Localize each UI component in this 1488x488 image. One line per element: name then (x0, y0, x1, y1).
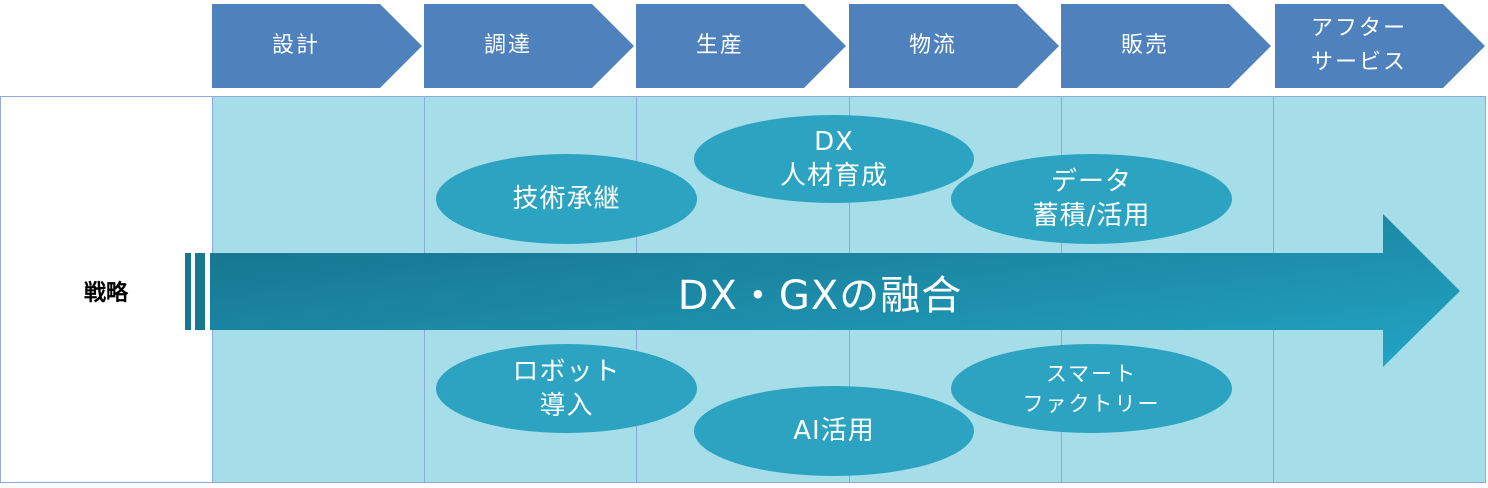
row-label-cell (0, 96, 214, 483)
stage-chevron-logistics: 物流 (849, 4, 1061, 88)
chevron-shape (849, 4, 1059, 88)
initiative-smart-factory: スマート ファクトリー (951, 344, 1232, 433)
chevron-shape (212, 4, 422, 88)
initiative-data-usage: データ 蓄積/活用 (951, 154, 1232, 244)
stage-chevron-production: 生産 (636, 4, 848, 88)
initiative-label: データ 蓄積/活用 (1032, 167, 1151, 231)
arrow-label: DX・GXの融合 (677, 272, 963, 319)
initiative-label: DX 人材育成 (779, 127, 888, 191)
initiative-robot-adoption: ロボット 導入 (436, 344, 697, 433)
stage-label: アフター サービス (1310, 16, 1407, 75)
stage-label: 生産 (695, 33, 744, 58)
initiative-ai-usage: AI活用 (694, 386, 974, 476)
stage-chevron-procurement: 調達 (424, 4, 636, 88)
arrow-tail-stripe (185, 253, 191, 330)
initiative-dx-talent: DX 人材育成 (694, 115, 974, 203)
stage-label: 設計 (271, 33, 320, 58)
stage-label: 調達 (483, 33, 532, 58)
arrow-body (210, 214, 1460, 367)
initiative-label: 技術承継 (512, 184, 621, 214)
row-label: 戦略 (83, 280, 128, 306)
initiative-skill-transfer: 技術承継 (436, 154, 697, 244)
stage-label: 販売 (1120, 33, 1169, 58)
initiative-label: AI活用 (793, 416, 875, 446)
arrow-tail-stripe (195, 253, 205, 330)
stage-label: 物流 (908, 33, 957, 58)
initiative-label: スマート ファクトリー (1022, 361, 1161, 416)
chevron-shape (424, 4, 634, 88)
stage-chevron-sales: 販売 (1061, 4, 1273, 88)
chevron-shape (636, 4, 846, 88)
stage-chevron-design: 設計 (212, 4, 424, 88)
initiative-label: ロボット 導入 (512, 356, 621, 421)
chevron-shape (1061, 4, 1271, 88)
stage-chevron-after-service: アフター サービス (1275, 4, 1487, 88)
chevron-shape (1275, 4, 1485, 88)
